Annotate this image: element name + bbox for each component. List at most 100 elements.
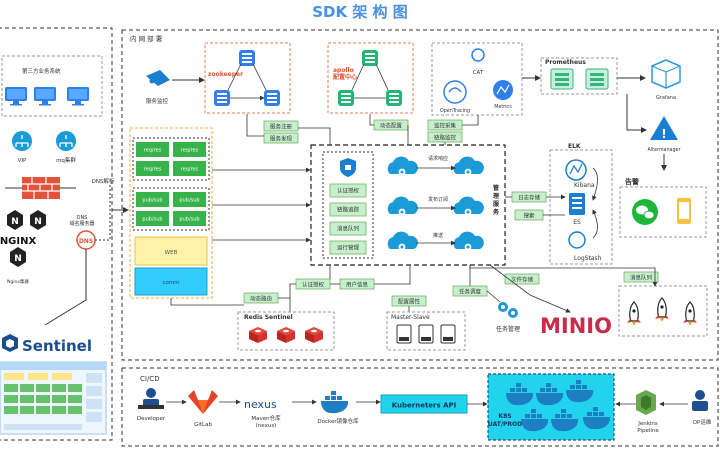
vip-label: VIP	[18, 158, 27, 164]
svg-text:DNS: DNS	[79, 238, 93, 245]
developer-label: Developer	[137, 416, 166, 422]
dns-badge: DNS	[76, 230, 96, 250]
task-management: 任务管理	[496, 302, 520, 333]
application-cluster: req/res req/res req/res req/res pub/sub …	[129, 127, 213, 299]
svg-text:配置属性: 配置属性	[398, 298, 421, 306]
elk-label: ELK	[568, 143, 581, 150]
tag-monitor-collect: 监控采集	[427, 119, 463, 131]
svg-text:消息队列: 消息队列	[337, 225, 360, 233]
prometheus-group: Prometheus	[540, 57, 618, 95]
opentracing-label: OpenTracing	[440, 108, 470, 114]
svg-text:认证授权: 认证授权	[337, 187, 360, 195]
opentracing-icon	[443, 80, 467, 104]
message-queue	[618, 285, 708, 337]
svg-text:认证授权: 认证授权	[302, 281, 325, 289]
sentinel-dashboard-thumbnail	[0, 361, 107, 435]
kibana-label: Kibana	[574, 182, 595, 189]
tag-service-discovery: 服务发现	[263, 132, 299, 144]
nginx-cluster: N N NGINX N Nginx集群	[0, 210, 46, 285]
cicd-gitlab: GitLab	[188, 390, 218, 428]
svg-text:用户信息: 用户信息	[346, 281, 369, 289]
tag-task-schedule: 任务调度	[452, 285, 488, 297]
minio-label: MINIO	[540, 314, 612, 338]
cicd-developer: Developer	[137, 388, 166, 422]
svg-text:N: N	[11, 217, 19, 227]
server-icon	[239, 50, 255, 66]
server-icon	[362, 50, 378, 66]
gear-icon	[508, 308, 518, 318]
metrics-label: Metrics	[494, 104, 512, 110]
maven-label: Maven仓库(nexus)	[251, 414, 281, 429]
svg-text:链路追踪: 链路追踪	[337, 206, 360, 214]
left-frame	[0, 27, 113, 441]
svg-text:运行管理: 运行管理	[337, 244, 360, 252]
management-service: 认证授权 链路追踪 消息队列 运行管理 请求响应 发布订阅 推送 管理服务	[310, 144, 506, 266]
tag-user-info: 用户信息	[339, 278, 375, 290]
svg-text:服务注册: 服务注册	[270, 123, 293, 131]
server-icon	[214, 90, 230, 106]
alert-label: 告警	[625, 177, 639, 186]
k8s-api-label: Kuberneters API	[392, 402, 457, 410]
cluster-node: req/res	[144, 148, 162, 154]
server-icon	[386, 90, 402, 106]
cluster-node: req/res	[144, 167, 162, 173]
svg-text:服务发现: 服务发现	[270, 135, 293, 143]
alert-channels: 告警	[619, 177, 707, 238]
redis-sentinel-label: Redis Sentinel	[244, 314, 293, 321]
flow-label: 请求响应	[428, 155, 448, 162]
tag-config-attr: 配置属性	[391, 295, 427, 307]
nexus-logo: nexus	[244, 398, 277, 411]
tag-dynamic-route: 动态路由	[243, 292, 279, 304]
logstash-icon	[568, 231, 586, 249]
cicd-k8s-api: Kuberneters API	[380, 394, 468, 414]
service-module: 认证授权	[329, 183, 367, 198]
logstash-label: LogStash	[574, 255, 602, 262]
cicd-frame	[121, 367, 719, 447]
cluster-node: pub/sub	[179, 217, 199, 223]
tracing-group: CAT OpenTracing Metrics	[431, 42, 523, 116]
master-slave-label: Master-Slave	[391, 314, 430, 321]
mq-label: mq集群	[56, 156, 76, 164]
flow-label: 发布订阅	[428, 196, 448, 203]
firewall-icon	[22, 177, 60, 199]
grafana: Grafana	[651, 59, 681, 101]
alertmanager: ! Altermanager	[648, 116, 680, 153]
cluster-node: req/res	[181, 167, 199, 173]
svg-text:搜索: 搜索	[523, 212, 535, 220]
master-slave-db: Master-Slave	[386, 311, 466, 351]
svg-text:NGINX: NGINX	[0, 236, 36, 247]
svg-text:动态配置: 动态配置	[380, 122, 403, 130]
grafana-label: Grafana	[656, 95, 676, 101]
service-module: 链路追踪	[329, 202, 367, 217]
cluster-node: req/res	[181, 148, 199, 154]
svg-text:文件存储: 文件存储	[511, 276, 534, 284]
cat-label: CAT	[473, 70, 484, 76]
third-party-systems: 第三方业务系统	[1, 55, 103, 117]
cicd-docker: Docker镜像仓库	[317, 391, 359, 425]
svg-text:N: N	[14, 254, 22, 264]
server-icon	[264, 90, 280, 106]
cluster-node: pub/sub	[179, 198, 199, 204]
docker-label: Docker镜像仓库	[317, 417, 359, 425]
cluster-node: pub/sub	[142, 217, 162, 223]
internal-section-label: 内 网 部 署	[130, 34, 163, 43]
redis-sentinel: Redis Sentinel	[237, 311, 335, 351]
svg-text:监控采集: 监控采集	[434, 122, 457, 130]
tag-dynamic-config: 动态配置	[373, 119, 409, 131]
server-icon	[338, 90, 354, 106]
sentinel-logo: Sentinel	[2, 334, 92, 355]
network-icon	[56, 131, 76, 151]
zookeeper-label: zookeeper	[208, 71, 243, 78]
flow-label: 推送	[433, 232, 443, 239]
tag-search: 搜索	[514, 209, 544, 221]
vip-node: VIP	[12, 131, 32, 164]
diagram-title: SDK 架 构 图	[312, 3, 408, 21]
tag-file-store: 文件存储	[504, 273, 540, 285]
